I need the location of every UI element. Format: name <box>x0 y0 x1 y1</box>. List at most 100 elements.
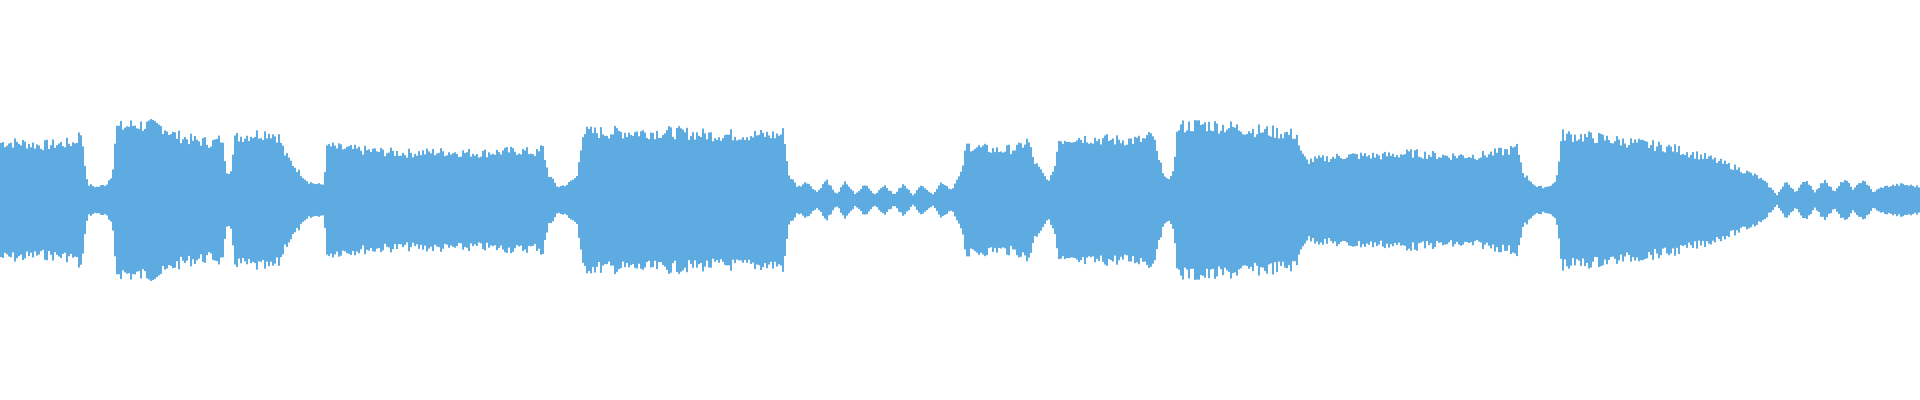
waveform-bar <box>450 154 452 246</box>
waveform-bar <box>792 179 794 221</box>
waveform-bar <box>1314 156 1316 244</box>
waveform-bar <box>1316 158 1318 242</box>
waveform-bar <box>868 188 870 212</box>
waveform-bar <box>1886 185 1888 215</box>
waveform-bar <box>252 138 254 262</box>
waveform-bar <box>1658 141 1660 259</box>
waveform-bar <box>1134 136 1136 264</box>
waveform-bar <box>776 133 778 267</box>
waveform-bar <box>1784 182 1786 218</box>
waveform-bar <box>1368 155 1370 245</box>
waveform-bar <box>224 161 226 239</box>
waveform-bar <box>748 140 750 260</box>
waveform-bar <box>1122 140 1124 260</box>
waveform-bar <box>1698 159 1700 241</box>
waveform-bar <box>1174 156 1176 244</box>
waveform-bar <box>1918 187 1920 213</box>
waveform-bar <box>1796 190 1798 210</box>
waveform-bar <box>1016 144 1018 256</box>
waveform-bar <box>164 130 166 270</box>
waveform-bar <box>1766 182 1768 218</box>
waveform-bar <box>210 146 212 254</box>
waveform-bar <box>1408 151 1410 249</box>
waveform-bar <box>1788 184 1790 216</box>
waveform-bar <box>28 144 30 256</box>
waveform-bar <box>704 133 706 267</box>
waveform-bar <box>640 131 642 269</box>
waveform-bar <box>1220 130 1222 270</box>
waveform-bar <box>370 152 372 248</box>
waveform-bar <box>1350 153 1352 247</box>
waveform-bar <box>128 126 130 274</box>
waveform-bar <box>1050 175 1052 225</box>
waveform-bar <box>1214 121 1216 279</box>
waveform-bar <box>256 130 258 270</box>
waveform-bar <box>986 144 988 256</box>
waveform-bar <box>366 150 368 250</box>
waveform-bar <box>1756 175 1758 225</box>
waveform-bar <box>842 184 844 216</box>
waveform-bar <box>898 188 900 212</box>
waveform-bar <box>712 141 714 259</box>
waveform-bar <box>454 152 456 248</box>
waveform-bar <box>954 183 956 217</box>
waveform-bar <box>1850 186 1852 214</box>
waveform-bar <box>306 181 308 219</box>
waveform-bar <box>464 153 466 247</box>
waveform-bar <box>1260 132 1262 268</box>
waveform-bar <box>976 147 978 253</box>
waveform-bar <box>1206 131 1208 269</box>
waveform-bar <box>524 150 526 250</box>
waveform-bar <box>892 193 894 207</box>
waveform-bar <box>1622 138 1624 262</box>
waveform-bar <box>1442 154 1444 246</box>
waveform-bar <box>542 146 544 254</box>
waveform-bar <box>692 132 694 268</box>
waveform-bar <box>1644 141 1646 259</box>
waveform-bar <box>742 137 744 263</box>
waveform-bar <box>1024 144 1026 256</box>
waveform-bar <box>1780 189 1782 211</box>
waveform-bar <box>1686 152 1688 248</box>
waveform-bar <box>1278 138 1280 262</box>
waveform-bar <box>1154 139 1156 261</box>
waveform-bar <box>912 195 914 205</box>
waveform-bar <box>1524 177 1526 223</box>
waveform-bar <box>0 142 2 258</box>
waveform-bar <box>874 194 876 206</box>
waveform-bar <box>1896 183 1898 217</box>
waveform-bar <box>1508 154 1510 246</box>
waveform-bar <box>902 184 904 216</box>
waveform-bar <box>1402 154 1404 246</box>
waveform-bar <box>1534 185 1536 215</box>
waveform-bar <box>402 152 404 248</box>
waveform-bar <box>1512 147 1514 253</box>
waveform-bar <box>1470 157 1472 243</box>
waveform-bar <box>1370 158 1372 242</box>
waveform-bar <box>1682 153 1684 247</box>
waveform-bar <box>1726 164 1728 236</box>
waveform-bar <box>1832 190 1834 210</box>
waveform-bar <box>1396 155 1398 245</box>
waveform-bar <box>1308 163 1310 237</box>
waveform-bar <box>172 131 174 269</box>
waveform-bar <box>706 139 708 261</box>
waveform-bar <box>870 190 872 210</box>
waveform-bar <box>296 171 298 229</box>
waveform-bar <box>718 137 720 263</box>
waveform-bar <box>1564 140 1566 260</box>
waveform-bar <box>84 165 86 235</box>
waveform-bar <box>1906 184 1908 216</box>
waveform-bar <box>1870 189 1872 211</box>
waveform-bar <box>1660 144 1662 256</box>
waveform-bar <box>24 141 26 259</box>
waveform-bar <box>916 189 918 211</box>
waveform-bar <box>918 187 920 213</box>
waveform-bar <box>42 150 44 250</box>
waveform-bar <box>738 139 740 261</box>
waveform-bar <box>226 173 228 227</box>
waveform-bar <box>1700 154 1702 246</box>
waveform-bar <box>360 150 362 250</box>
waveform-bar <box>510 146 512 254</box>
waveform-bar <box>1812 189 1814 211</box>
